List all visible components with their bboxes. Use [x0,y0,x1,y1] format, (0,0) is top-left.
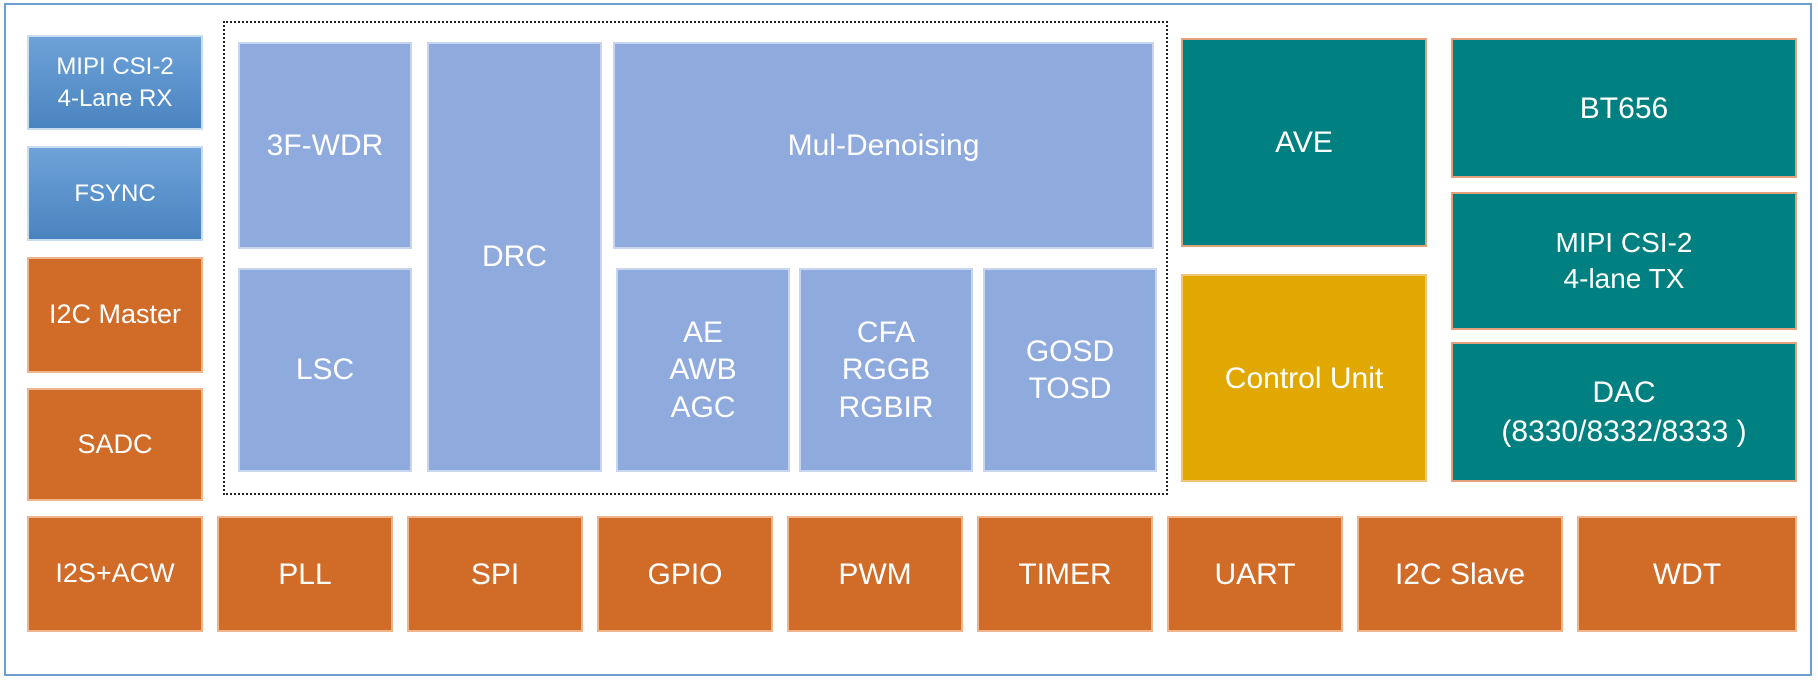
mipi-rx-block: MIPI CSI-2 4-Lane RX [27,35,203,130]
uart-block: UART [1167,516,1343,632]
mipi-tx-block: MIPI CSI-2 4-lane TX [1451,192,1797,330]
denoise-block: Mul-Denoising [613,42,1154,249]
dac-block: DAC (8330/8332/8333 ) [1451,342,1797,482]
wdt-block: WDT [1577,516,1797,632]
fsync-block: FSYNC [27,146,203,241]
wdr-block: 3F-WDR [238,42,412,249]
pll-block: PLL [217,516,393,632]
lsc-block: LSC [238,268,412,472]
spi-block: SPI [407,516,583,632]
timer-block: TIMER [977,516,1153,632]
drc-block: DRC [427,42,602,472]
ae-awb-agc-block: AE AWB AGC [616,268,790,472]
control-unit-block: Control Unit [1181,274,1427,482]
ave-block: AVE [1181,38,1427,247]
i2c-master-block: I2C Master [27,257,203,373]
i2c-slave-block: I2C Slave [1357,516,1563,632]
pwm-block: PWM [787,516,963,632]
sadc-block: SADC [27,388,203,501]
cfa-block: CFA RGGB RGBIR [799,268,973,472]
gpio-block: GPIO [597,516,773,632]
i2s-acw-block: I2S+ACW [27,516,203,632]
isp-boundary [223,21,1168,495]
osd-block: GOSD TOSD [983,268,1157,472]
bt656-block: BT656 [1451,38,1797,178]
